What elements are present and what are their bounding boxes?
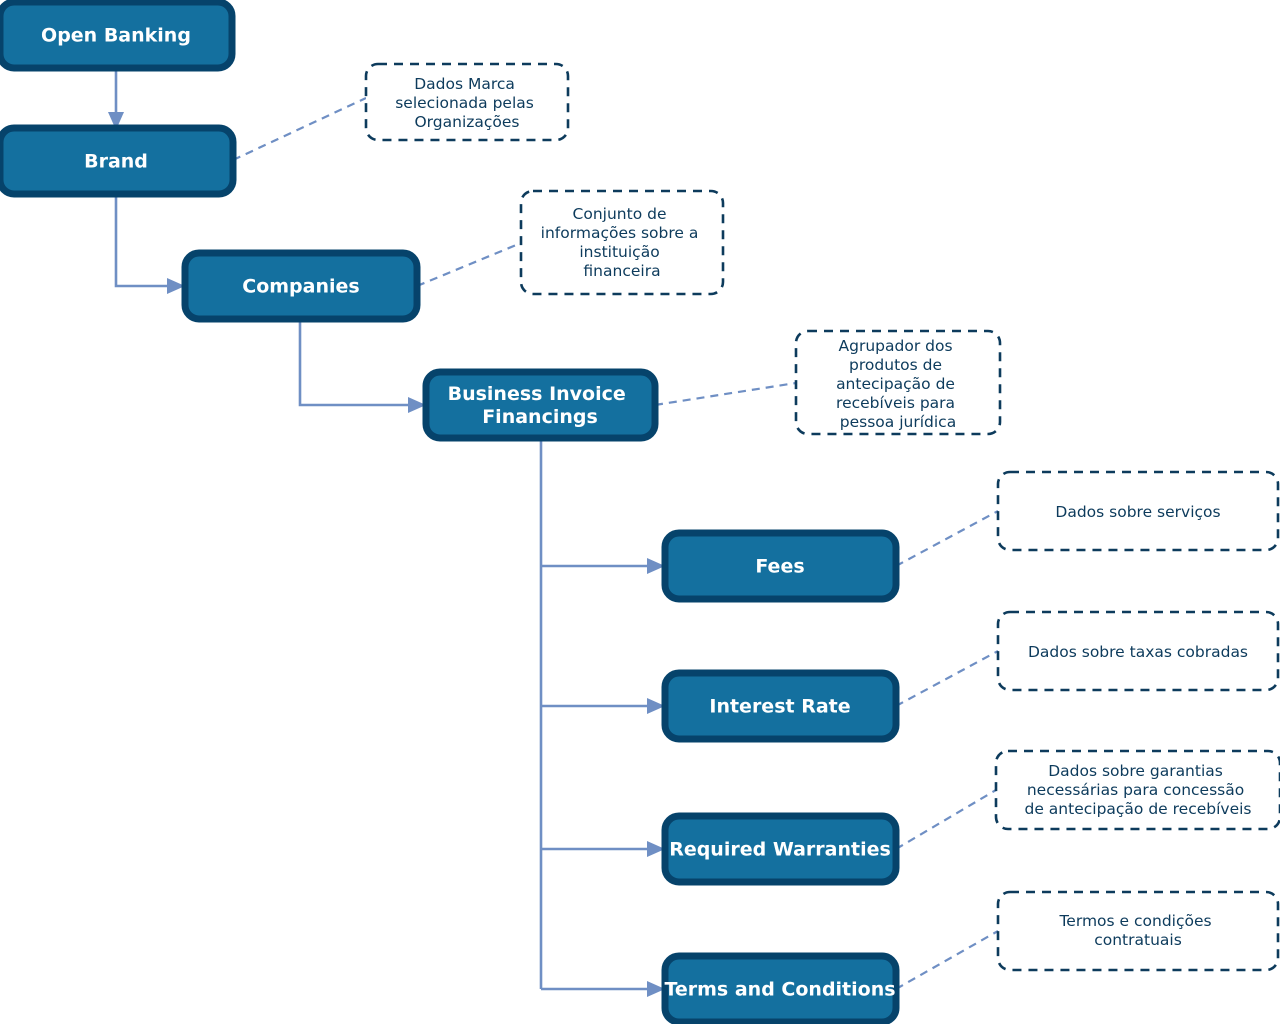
note-box-bif: Agrupador dos produtos de antecipação de… bbox=[794, 329, 1002, 436]
node-shape[interactable] bbox=[661, 952, 900, 1024]
note-text: Conjunto de informações sobre a institui… bbox=[541, 205, 704, 280]
edge-bif-fees bbox=[541, 558, 665, 574]
node-interest-rate[interactable]: Interest Rate bbox=[661, 669, 900, 743]
arrow-head-icon bbox=[647, 698, 665, 714]
note-line: necessárias para concessão bbox=[1027, 781, 1244, 799]
node-label: Interest Rate bbox=[709, 696, 850, 718]
node-shape[interactable] bbox=[661, 669, 900, 743]
edge-bif-required-warranties bbox=[541, 841, 665, 857]
note-box-companies: Conjunto de informações sobre a institui… bbox=[519, 189, 725, 296]
arrow-head-icon bbox=[647, 841, 665, 857]
node-label-line: Financings bbox=[482, 406, 598, 428]
node-required-warranties[interactable]: Required Warranties bbox=[661, 812, 900, 886]
note-line: Organizações bbox=[414, 113, 519, 131]
note-outline bbox=[996, 470, 1280, 552]
connector-layer bbox=[108, 68, 999, 997]
arrow-head-icon bbox=[408, 397, 426, 413]
node-label: Companies bbox=[242, 276, 359, 298]
node-shape[interactable] bbox=[422, 368, 659, 442]
node-label: Open Banking bbox=[41, 25, 191, 47]
note-link-fees bbox=[895, 510, 999, 567]
note-box-brand: Dados Marca selecionada pelas Organizaçõ… bbox=[364, 62, 570, 142]
note-link-bif bbox=[654, 381, 797, 407]
note-text: Dados sobre garantias necessárias para c… bbox=[1025, 762, 1252, 818]
note-line: instituição bbox=[579, 243, 659, 261]
node-shape[interactable] bbox=[661, 812, 900, 886]
note-line: informações sobre a bbox=[541, 224, 699, 242]
note-line: Termos e condições bbox=[1058, 912, 1211, 930]
edge-brand-companies bbox=[114, 194, 185, 294]
note-text: Dados sobre taxas cobradas bbox=[1028, 643, 1248, 661]
note-line: Dados sobre garantias bbox=[1048, 762, 1223, 780]
arrow-head-icon bbox=[647, 558, 665, 574]
note-line: Conjunto de bbox=[573, 205, 667, 223]
node-label: Terms and Conditions bbox=[664, 979, 895, 1001]
note-line: produtos de bbox=[849, 356, 942, 374]
note-line: de antecipação de recebíveis bbox=[1025, 800, 1252, 818]
node-shape[interactable] bbox=[0, 124, 237, 198]
node-terms-and-conditions[interactable]: Terms and Conditions bbox=[661, 952, 900, 1024]
note-outline bbox=[794, 329, 1002, 436]
note-line: Dados Marca bbox=[414, 75, 515, 93]
arrow-head-icon bbox=[167, 278, 185, 294]
note-line: Dados sobre serviços bbox=[1055, 503, 1220, 521]
note-box-terms: Termos e condições contratuais bbox=[996, 890, 1280, 972]
note-box-warranties: Dados sobre garantias necessárias para c… bbox=[994, 749, 1280, 831]
note-text: Agrupador dos produtos de antecipação de… bbox=[836, 337, 960, 431]
edge-open-banking-brand bbox=[108, 68, 124, 130]
node-business-invoice-financings[interactable]: Business Invoice Financings bbox=[422, 368, 659, 442]
note-line: Agrupador dos bbox=[839, 337, 953, 355]
note-line: antecipação de bbox=[836, 375, 955, 393]
node-brand[interactable]: Brand bbox=[0, 124, 237, 198]
note-outline bbox=[519, 189, 725, 296]
arrow-head-icon bbox=[108, 112, 124, 130]
edge-bif-interest-rate bbox=[541, 698, 665, 714]
edge-companies-bif bbox=[298, 319, 426, 413]
edge-bif-terms-and-conditions bbox=[541, 981, 665, 997]
note-link-brand bbox=[232, 97, 367, 161]
note-line: contratuais bbox=[1094, 931, 1182, 949]
node-label: Fees bbox=[755, 556, 804, 578]
note-line: financeira bbox=[583, 262, 660, 280]
note-link-interest bbox=[895, 650, 999, 707]
note-link-terms bbox=[895, 930, 999, 990]
note-outline bbox=[994, 749, 1280, 831]
note-link-warranties bbox=[895, 789, 997, 850]
edge-line bbox=[114, 194, 173, 288]
note-line: Dados sobre taxas cobradas bbox=[1028, 643, 1248, 661]
note-line: recebíveis para bbox=[836, 394, 955, 412]
note-line: selecionada pelas bbox=[395, 94, 534, 112]
node-label: Business Invoice Financings bbox=[448, 383, 633, 428]
node-shape[interactable] bbox=[181, 249, 421, 323]
note-text: Termos e condições contratuais bbox=[1058, 912, 1216, 949]
node-open-banking[interactable]: Open Banking bbox=[0, 0, 236, 72]
node-layer: Open Banking Brand Companies Business In… bbox=[0, 0, 900, 1024]
note-text: Dados Marca selecionada pelas Organizaçõ… bbox=[395, 75, 539, 131]
note-box-fees: Dados sobre serviços bbox=[996, 470, 1280, 552]
node-label: Required Warranties bbox=[669, 839, 891, 861]
node-shape[interactable] bbox=[661, 529, 900, 603]
node-label: Brand bbox=[84, 151, 148, 173]
node-fees[interactable]: Fees bbox=[661, 529, 900, 603]
note-line: pessoa jurídica bbox=[840, 413, 956, 431]
note-outline bbox=[996, 890, 1280, 972]
node-label-line: Business Invoice bbox=[448, 383, 626, 405]
note-text: Dados sobre serviços bbox=[1055, 503, 1220, 521]
note-outline bbox=[364, 62, 570, 142]
note-outline bbox=[996, 610, 1280, 692]
node-companies[interactable]: Companies bbox=[181, 249, 421, 323]
note-box-interest: Dados sobre taxas cobradas bbox=[996, 610, 1280, 692]
arrow-head-icon bbox=[647, 981, 665, 997]
note-layer: Dados Marca selecionada pelas Organizaçõ… bbox=[364, 62, 1280, 972]
note-link-companies bbox=[416, 241, 522, 288]
node-shape[interactable] bbox=[0, 0, 236, 72]
edge-line bbox=[298, 319, 414, 407]
